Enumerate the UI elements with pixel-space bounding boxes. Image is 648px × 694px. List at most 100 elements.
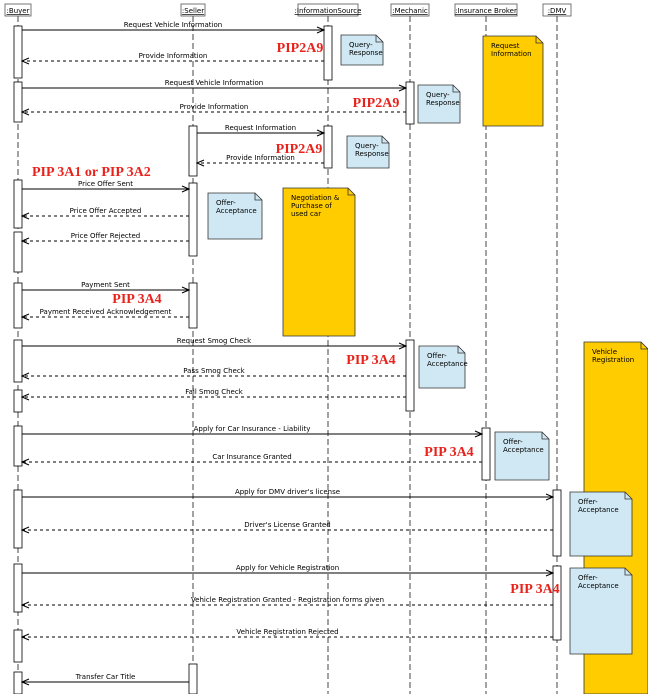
pip-label: PIP 3A4 (112, 292, 161, 307)
note-fold (375, 35, 383, 43)
arrow-head (316, 26, 326, 34)
arrow-head (316, 129, 326, 137)
note-fold (457, 346, 465, 354)
note-text: Offer- (427, 352, 447, 360)
pip-label: PIP 3A4 (424, 445, 473, 460)
activation-buyer (13, 563, 23, 613)
arrow-head (545, 569, 555, 577)
activation-buyer (13, 81, 23, 123)
message-label: Provide Information (180, 103, 249, 111)
note-text: Negotiation & (291, 194, 340, 202)
note-text: Offer- (216, 199, 236, 207)
activation-buyer (13, 25, 23, 79)
activation-seller (188, 125, 198, 177)
note-fold (347, 188, 355, 196)
note: Query-Response (340, 34, 384, 66)
arrow-head (20, 678, 30, 686)
message-label: Apply for Vehicle Registration (236, 564, 339, 572)
message-label: Vehicle Registration Rejected (236, 628, 338, 636)
message: Pass Smog Check (20, 367, 406, 380)
activation-seller (188, 282, 198, 329)
activation-buyer (13, 231, 23, 273)
activation-buyer (13, 671, 23, 694)
message-label: Payment Received Acknowledgement (40, 308, 172, 316)
message-label: Price Offer Sent (78, 180, 133, 188)
activation-info (323, 125, 333, 169)
message-label: Request Smog Check (177, 337, 252, 345)
pip-label: PIP 3A1 or PIP 3A2 (32, 165, 151, 180)
note: Offer-Acceptance (418, 345, 468, 389)
actor-box-buyer (4, 3, 32, 17)
message-label: Request Vehicle Information (124, 21, 222, 29)
note-text: Response (349, 49, 383, 57)
arrow-head (20, 108, 30, 116)
message-label: Provide Information (226, 154, 295, 162)
note-text: Query- (349, 41, 373, 49)
note-body (569, 491, 633, 557)
note-body (207, 192, 263, 240)
note-text: Vehicle (592, 348, 617, 356)
activation-buyer (13, 629, 23, 663)
message: Payment Received Acknowledgement (20, 308, 189, 321)
note-text: Acceptance (216, 207, 257, 215)
note-body (417, 84, 461, 124)
arrow-head (398, 342, 408, 350)
message-label: Apply for DMV driver's license (235, 488, 340, 496)
arrow-head (20, 633, 30, 641)
arrow-head (20, 393, 30, 401)
note-text: Acceptance (578, 506, 619, 514)
pip-label: PIP2A9 (276, 142, 323, 157)
message-label: Price Offer Accepted (70, 207, 142, 215)
message-label: Car Insurance Granted (212, 453, 291, 461)
message-label: Provide Information (139, 52, 208, 60)
pip-label: PIP2A9 (277, 41, 324, 56)
activation-dmv (552, 565, 562, 641)
message: Vehicle Registration Granted - Registrat… (20, 596, 553, 609)
actor-box-mechanic (390, 3, 430, 17)
message-label: Fail Smog Check (185, 388, 243, 396)
note-text: Offer- (503, 438, 523, 446)
note-body (418, 345, 466, 389)
note-body (282, 187, 356, 337)
note-text: Information (491, 50, 532, 58)
message: Price Offer Sent (22, 180, 191, 193)
arrow-head (20, 313, 30, 321)
note-text: Registration (592, 356, 634, 364)
actor-label-broker: :Insurance Broker (455, 7, 517, 15)
note: Query-Response (346, 135, 390, 169)
arrow-head (20, 601, 30, 609)
message-label: Price Offer Rejected (71, 232, 141, 240)
note-fold (541, 432, 549, 440)
message: Provide Information (195, 154, 324, 167)
actor-box-broker (454, 3, 518, 17)
message: Car Insurance Granted (20, 453, 482, 466)
note: Query-Response (417, 84, 461, 124)
arrow-head (20, 526, 30, 534)
activation-mechanic (405, 339, 415, 412)
note-body (494, 431, 550, 481)
actor-box-dmv (542, 3, 572, 17)
note-body (346, 135, 390, 169)
actor-box-info (297, 3, 359, 17)
arrow-head (181, 286, 191, 294)
actor-box-seller (180, 3, 206, 17)
activation-seller (188, 663, 198, 694)
actor-label-dmv: :DMV (548, 7, 567, 15)
message: Request Information (197, 124, 326, 137)
message: Provide Information (20, 103, 406, 116)
arrow-head (195, 159, 205, 167)
message-label: Transfer Car Title (75, 673, 136, 681)
note-text: used car (291, 210, 321, 218)
message: Driver's License Granted (20, 521, 553, 534)
arrow-head (398, 84, 408, 92)
arrow-head (20, 212, 30, 220)
note-text: Query- (426, 91, 450, 99)
note-text: Acceptance (578, 582, 619, 590)
activation-dmv (552, 489, 562, 557)
arrow-head (20, 458, 30, 466)
message: Provide Information (20, 52, 324, 65)
note-text: Query- (355, 142, 379, 150)
note-text: Acceptance (427, 360, 468, 368)
